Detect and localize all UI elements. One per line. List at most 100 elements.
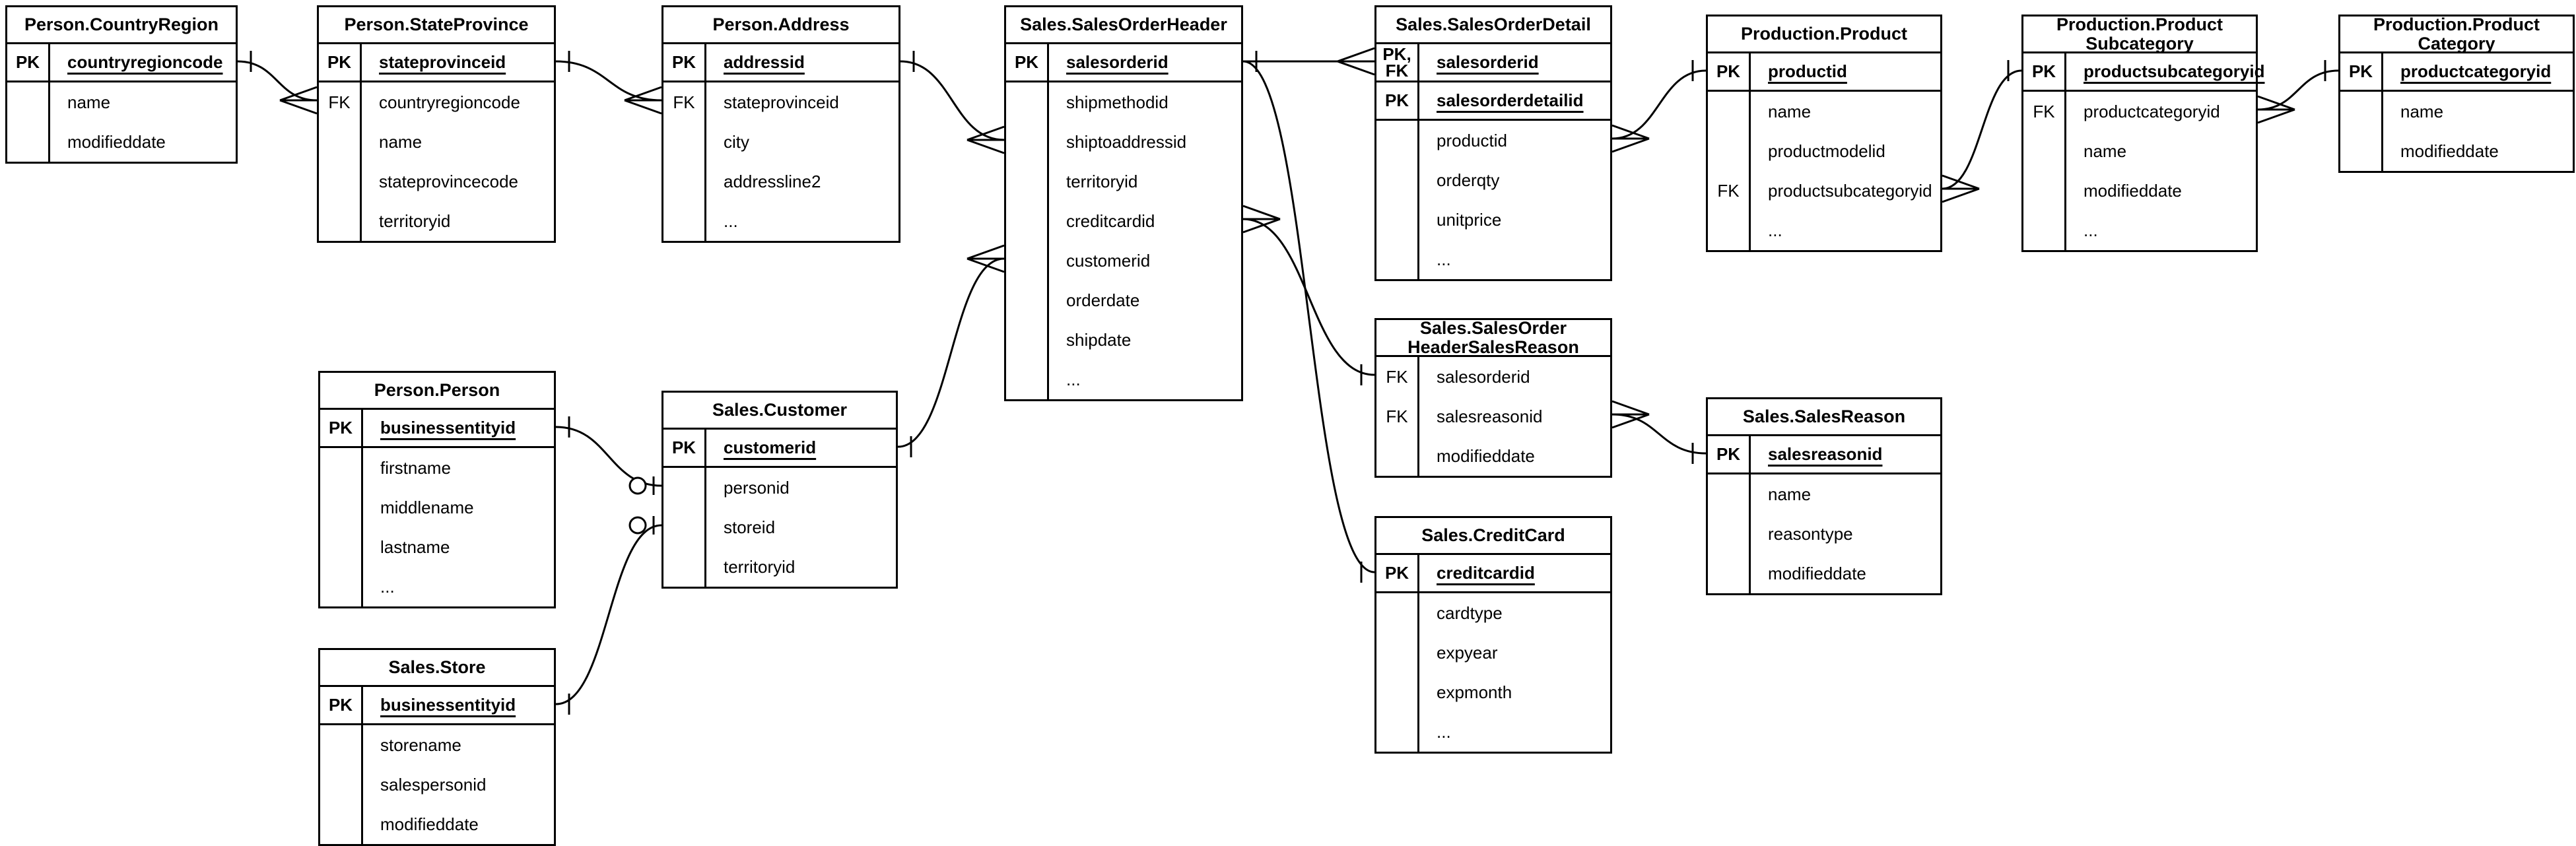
key-attribute-name: countryregioncode: [67, 52, 223, 72]
attribute-name: expyear: [1437, 642, 1498, 663]
attribute-name: personid: [724, 477, 790, 498]
relationship-store-customer-line: [555, 524, 662, 705]
attribute-name: cardtype: [1437, 602, 1503, 623]
attribute-name: ...: [1768, 220, 1782, 240]
key-attribute-name: businessentityid: [380, 695, 516, 715]
entity-title: Sales.Store: [320, 650, 554, 687]
attribute-name: name: [379, 131, 423, 152]
key-attribute-name: salesreasonid: [1768, 444, 1883, 464]
key-label: PK: [1708, 436, 1751, 472]
attribute-name: shiptoaddressid: [1066, 131, 1187, 152]
attribute-row-...: ...: [1376, 240, 1610, 279]
entity-title: Person.Address: [663, 7, 898, 44]
attribute-name: modifieddate: [380, 814, 479, 834]
key-attribute-name: customerid: [724, 438, 817, 457]
relationship-stateprovince-address-line: [555, 60, 662, 102]
entity-title: Sales.Customer: [663, 393, 896, 430]
attribute-name: salespersonid: [380, 774, 487, 795]
entity-title: Sales.SalesOrderDetail: [1376, 7, 1610, 44]
attribute-name: productcategoryid: [2084, 101, 2220, 121]
key-column-divider: [2381, 92, 2383, 171]
relationship-salesorderheadersalesreason-salesreason-line: [1611, 413, 1707, 455]
attribute-row-storeid: storeid: [663, 507, 896, 547]
attribute-name: name: [2084, 141, 2127, 161]
relationship-product-productsubcategory-line: [1942, 69, 2022, 190]
attribute-row-territoryid: territoryid: [1006, 162, 1241, 201]
entity-title: Sales.SalesOrder HeaderSalesReason: [1376, 319, 1610, 357]
key-attribute-name: salesorderid: [1437, 52, 1539, 72]
entity-title: Production.Product Category: [2340, 15, 2573, 53]
relationship-address-salesorderheader-target-crows-foot: [966, 125, 1005, 154]
attribute-row-...: ...: [663, 201, 898, 241]
attribute-row-salespersonid: salespersonid: [320, 765, 554, 804]
attribute-row-...: ...: [1006, 360, 1241, 399]
attribute-row-orderdate: orderdate: [1006, 280, 1241, 320]
attribute-row-modifieddate: modifieddate: [1376, 436, 1610, 476]
attribute-row-creditcardid: creditcardid: [1006, 201, 1241, 241]
attribute-name: ...: [2084, 220, 2098, 240]
key-row-salesreasonid: PK salesreasonid: [1708, 436, 1940, 474]
fk-label: FK: [673, 92, 695, 112]
attribute-name: lastname: [380, 537, 450, 557]
attribute-row-stateprovincecode: stateprovincecode: [319, 162, 554, 201]
attribute-name: middlename: [380, 497, 474, 517]
fk-label: FK: [1386, 406, 1408, 426]
attribute-name: territoryid: [1066, 171, 1138, 191]
attribute-name: modifieddate: [1437, 445, 1535, 466]
entity-stateprovince: Person.StateProvince PK stateprovinceid F…: [317, 5, 556, 243]
attribute-name: city: [724, 131, 749, 152]
relationship-salesorderdetail-product-line: [1611, 69, 1707, 140]
key-row-stateprovinceid: PK stateprovinceid: [319, 44, 554, 82]
attribute-name: name: [1768, 101, 1812, 121]
attribute-name: modifieddate: [1768, 563, 1866, 583]
relationship-address-salesorderheader-line: [900, 60, 1005, 141]
fk-label: FK: [328, 92, 351, 112]
key-label: PK: [320, 410, 363, 446]
key-column-divider: [1749, 92, 1751, 250]
key-label: PK: [1006, 44, 1049, 81]
key-label: PK: [663, 430, 706, 466]
entity-title: Person.StateProvince: [319, 7, 554, 44]
attribute-name: storename: [380, 734, 461, 755]
key-label: PK: [1376, 555, 1419, 591]
relationship-salesorderheadersalesreason-salesreason-source-crows-foot: [1611, 400, 1650, 429]
attribute-row-orderqty: orderqty: [1376, 160, 1610, 200]
key-column-divider: [1417, 593, 1419, 752]
key-column-divider: [1417, 357, 1419, 476]
attribute-name: ...: [1066, 369, 1081, 389]
key-label: PK: [1708, 53, 1751, 90]
relationship-salesorderdetail-product-source-crows-foot: [1611, 124, 1650, 153]
attribute-name: firstname: [380, 457, 451, 478]
key-attribute-name: stateprovinceid: [379, 52, 506, 72]
attribute-name: name: [67, 92, 111, 112]
attribute-row-city: city: [663, 122, 898, 162]
fk-label: FK: [1717, 180, 1740, 201]
attribute-row-modifieddate: modifieddate: [320, 804, 554, 844]
attribute-row-...: ...: [320, 567, 554, 606]
key-row-customerid: PK customerid: [663, 430, 896, 468]
attribute-row-name: name: [2023, 131, 2256, 171]
key-label: PK: [320, 687, 363, 723]
key-label: PK: [319, 44, 362, 81]
entity-customer: Sales.Customer PK customerid personid stor…: [661, 391, 898, 589]
